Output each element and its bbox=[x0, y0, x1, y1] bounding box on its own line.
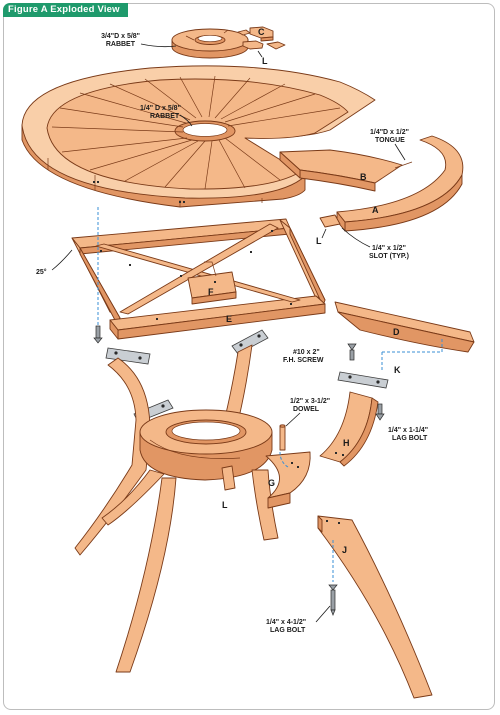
callout-dowel-line1: 1/2" x 3-1/2" bbox=[290, 398, 330, 405]
callout-rabbet-top-line2: RABBET bbox=[106, 41, 136, 48]
spline-l-mid bbox=[319, 214, 341, 228]
callout-rabbet-center-line1: 1/4" D x 5/8" bbox=[140, 105, 181, 112]
lag-bolt-long bbox=[328, 584, 338, 616]
base-leg-left bbox=[74, 357, 151, 556]
part-label-b: B bbox=[360, 172, 367, 182]
part-label-c: C bbox=[258, 27, 265, 37]
spline-l-low bbox=[221, 465, 236, 491]
mounting-plate-upper-right bbox=[231, 329, 269, 355]
tabletop-side-holes bbox=[93, 181, 185, 203]
part-label-l-top: L bbox=[262, 56, 268, 66]
guide-line-d bbox=[382, 337, 443, 353]
callout-slot-line1: 1/4" x 1/2" bbox=[372, 245, 406, 252]
tabletop-spokes bbox=[51, 75, 341, 190]
callout-slot-line2: SLOT (TYP.) bbox=[369, 253, 409, 260]
base-hub bbox=[139, 409, 273, 481]
ring-cap-blocks-c bbox=[237, 26, 286, 50]
callout-tongue-line2: TONGUE bbox=[375, 137, 405, 144]
frame-holes bbox=[100, 230, 292, 320]
callout-lagbolt-long-line1: 1/4" x 4-1/2" bbox=[266, 619, 306, 626]
part-label-f: F bbox=[208, 287, 214, 297]
part-label-e: E bbox=[226, 314, 232, 324]
callout-tongue-line1: 1/4"D x 1/2" bbox=[370, 129, 409, 136]
callout-rabbet-center-line2: RABBET bbox=[150, 113, 180, 120]
apron-frame bbox=[71, 218, 326, 340]
callout-rabbet-top-line1: 3/4"D x 5/8" bbox=[101, 33, 140, 40]
part-label-j: J bbox=[342, 545, 347, 555]
base-leg-mid-right bbox=[251, 469, 279, 541]
callout-dowel-line2: DOWEL bbox=[293, 406, 320, 413]
leg-segment-h bbox=[319, 391, 379, 467]
mounting-plate-k bbox=[337, 371, 389, 389]
base-leg-front bbox=[115, 477, 177, 673]
segment-a bbox=[336, 135, 464, 232]
callout-lagbolt-short-line2: LAG BOLT bbox=[392, 435, 428, 442]
tabletop bbox=[21, 65, 376, 208]
hub-segment-g bbox=[265, 451, 311, 509]
callout-screw-line2: F.H. SCREW bbox=[283, 357, 324, 364]
dowel bbox=[279, 424, 286, 451]
part-label-g: G bbox=[268, 478, 275, 488]
part-label-l-mid: L bbox=[316, 236, 322, 246]
screw-left bbox=[93, 325, 103, 344]
callout-screw-line1: #10 x 2" bbox=[293, 349, 320, 356]
part-label-a: A bbox=[372, 205, 379, 215]
part-label-k: K bbox=[394, 365, 401, 375]
segment-b bbox=[279, 149, 413, 192]
mounting-plate-upper-left bbox=[105, 347, 151, 365]
guide-line-g bbox=[279, 451, 289, 468]
lag-bolt-short bbox=[375, 403, 385, 421]
part-label-l-low: L bbox=[222, 500, 228, 510]
part-label-h: H bbox=[343, 438, 350, 448]
screw-fh bbox=[347, 343, 357, 361]
base-leg-far-left bbox=[101, 469, 165, 526]
part-label-d: D bbox=[393, 327, 400, 337]
leg-j bbox=[317, 515, 433, 699]
figure-title: Figure A Exploded View bbox=[3, 3, 128, 17]
callout-lagbolt-long-line2: LAG BOLT bbox=[270, 627, 306, 634]
callout-angle: 25° bbox=[36, 268, 47, 276]
callout-lagbolt-short-line1: 1/4" x 1-1/4" bbox=[388, 427, 428, 434]
part-d-rail bbox=[334, 301, 475, 353]
top-ring-cap bbox=[171, 28, 249, 59]
